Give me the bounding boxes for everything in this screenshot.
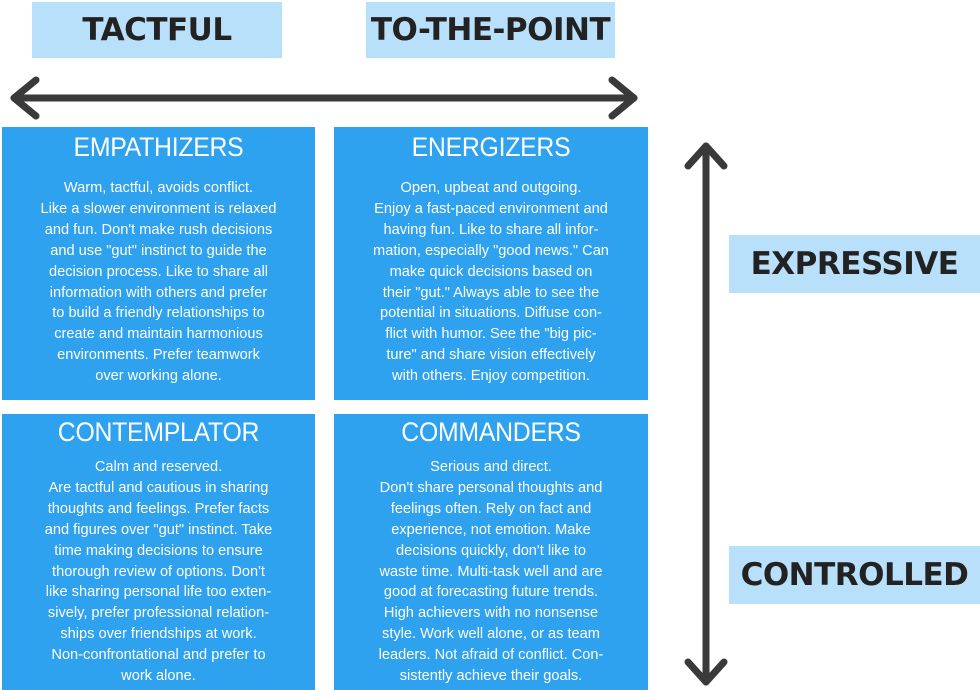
energizers-description: Open, upbeat and outgoing. Enjoy a fast-… — [373, 180, 609, 385]
contemplator-title: CONTEMPLATOR — [57, 417, 260, 447]
contemplator-quadrant: CONTEMPLATOR Calm and reserved. Are tact… — [2, 414, 315, 690]
energizers-title: ENERGIZERS — [411, 132, 571, 162]
empathizers-quadrant: EMPATHIZERS Warm, tactful, avoids confli… — [2, 127, 315, 400]
empathizers-title: EMPATHIZERS — [73, 132, 244, 162]
controlled-label: CONTROLLED — [729, 546, 980, 604]
empathizers-description: Warm, tactful, avoids conflict. Like a s… — [40, 180, 277, 385]
contemplator-description: Calm and reserved. Are tactful and cauti… — [44, 459, 273, 685]
to-the-point-label: TO-THE-POINT — [366, 2, 615, 58]
vertical-double-arrow-icon — [684, 142, 728, 686]
energizers-quadrant: ENERGIZERS Open, upbeat and outgoing. En… — [334, 127, 648, 400]
expressive-label: EXPRESSIVE — [729, 235, 980, 293]
commanders-quadrant: COMMANDERS Serious and direct. Don't sha… — [334, 414, 648, 690]
horizontal-double-arrow-icon — [10, 76, 638, 120]
commanders-title: COMMANDERS — [401, 417, 581, 447]
tactful-label: TACTFUL — [32, 2, 282, 58]
commanders-description: Serious and direct. Don't share personal… — [378, 459, 604, 685]
